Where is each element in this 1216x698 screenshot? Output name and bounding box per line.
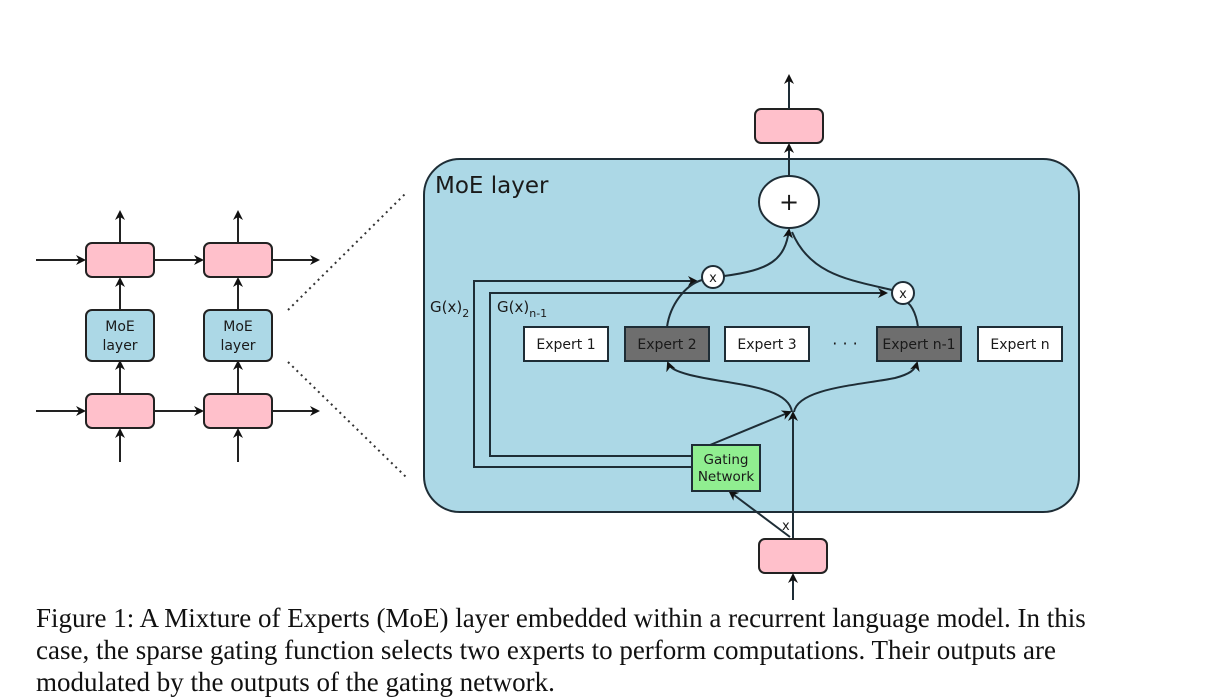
expert-label: Expert 1 [536, 337, 595, 353]
mult-to-sum-2 [791, 231, 893, 291]
caption-line: Figure 1: A Mixture of Experts (MoE) lay… [36, 603, 1086, 633]
moe-block-label: MoE [223, 319, 253, 335]
expert-label: Expert 3 [737, 337, 796, 353]
left-rnn-stack [36, 210, 320, 462]
expert-label: Expert n [990, 337, 1049, 353]
multiply-node-2 [891, 281, 915, 305]
moe-layer-title: MoE layer [435, 173, 549, 199]
expert-box [624, 326, 710, 362]
multiply-node-1 [701, 265, 725, 289]
experts-ellipsis: · · · [832, 334, 857, 353]
route-to-expertn1 [793, 361, 920, 413]
expert-box [876, 326, 962, 362]
gate-label-n1: G(x)n-1 [497, 298, 547, 320]
expert2-output [666, 279, 703, 328]
output-cell [754, 108, 824, 144]
route-to-expert2 [666, 361, 793, 413]
input-cell [758, 538, 828, 574]
moe-block-2 [203, 309, 273, 362]
expert-box [724, 326, 810, 362]
moe-block-label: layer [102, 338, 137, 354]
multiply-symbol: x [899, 287, 907, 302]
expert-label: Expert n-1 [882, 337, 955, 353]
moe-block-1 [85, 309, 155, 362]
rnn-cell [203, 242, 273, 278]
rnn-cell [85, 393, 155, 429]
moe-block-label: MoE [105, 319, 135, 335]
gate-wire-2 [473, 276, 698, 468]
gate-wire-n1 [489, 288, 888, 457]
expert-box [977, 326, 1063, 362]
caption-line: modulated by the outputs of the gating n… [36, 667, 555, 697]
rnn-cell [85, 242, 155, 278]
caption-line: case, the sparse gating function selects… [36, 635, 1056, 665]
input-label: x [782, 519, 790, 534]
sum-symbol: + [779, 188, 799, 216]
gating-network [691, 444, 761, 492]
gating-label: Gating [704, 452, 749, 468]
mult-to-sum-1 [723, 228, 793, 277]
figure-caption: Figure 1: A Mixture of Experts (MoE) lay… [36, 602, 1198, 698]
zoom-line-bottom [287, 361, 407, 478]
moe-block-label: layer [220, 338, 255, 354]
rnn-cell [203, 393, 273, 429]
multiply-symbol: x [709, 271, 717, 286]
gating-to-router [709, 410, 792, 446]
input-to-gating [728, 490, 791, 538]
gate-label-2: G(x)2 [430, 298, 469, 320]
experts-row: Expert 1 Expert 2 Expert 3 Expert n-1 Expert… [523, 326, 1063, 362]
gating-label: Network [698, 469, 755, 485]
zoom-line-top [287, 192, 407, 311]
moe-figure: MoE layer MoE layer MoE layer G(x)2 G(x)… [36, 74, 1080, 600]
expert-box [523, 326, 609, 362]
expert-label: Expert 2 [637, 337, 696, 353]
